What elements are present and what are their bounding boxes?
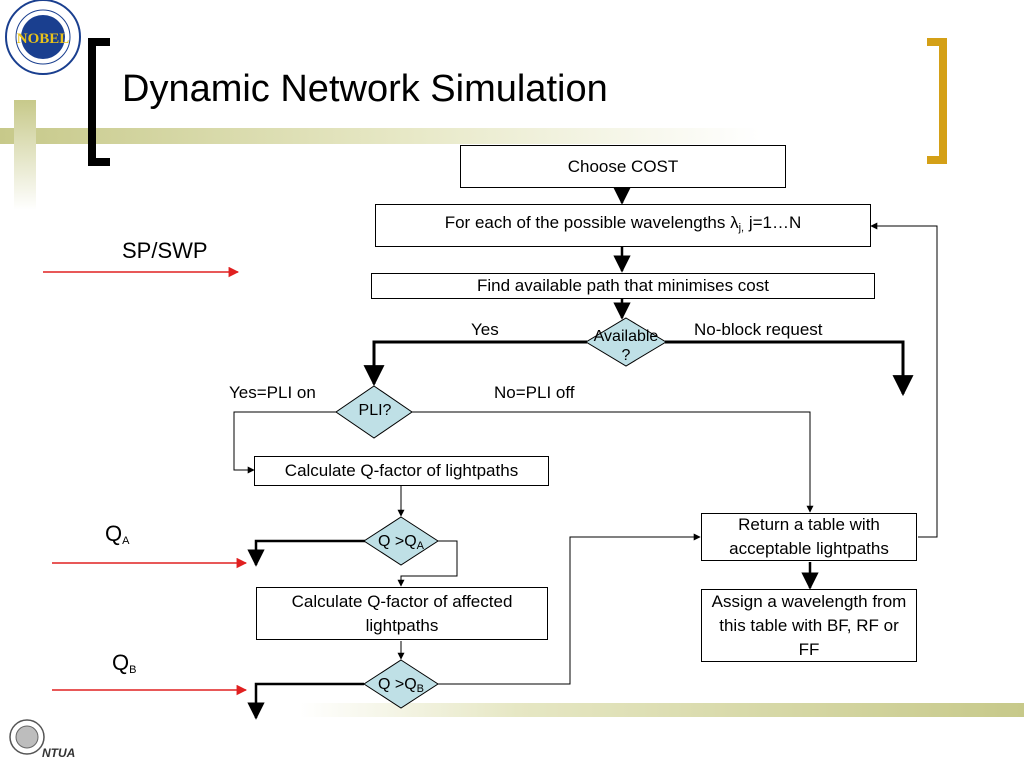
qa-decision-sub: A — [416, 540, 425, 552]
qa-decision-text: Q >QA — [363, 532, 439, 556]
for-each-suffix: j=1…N — [744, 213, 802, 232]
qa-label-sub: A — [122, 535, 130, 547]
slide-title: Dynamic Network Simulation — [122, 68, 608, 110]
pli-decision-diamond — [335, 385, 413, 439]
qa-label: QA — [105, 521, 129, 547]
qa-label-main: Q — [105, 521, 123, 546]
right-bracket — [927, 38, 947, 164]
qb-decision-main: Q >Q — [377, 676, 417, 693]
connector-return-loop — [870, 222, 938, 538]
pli-decision-text: PLI? — [358, 402, 392, 419]
connector-available-no — [665, 340, 914, 397]
calculate-affected-box: Calculate Q-factor of affected lightpath… — [256, 587, 548, 640]
connector-qb-right — [437, 533, 701, 685]
qa-decision-diamond — [363, 516, 439, 566]
connector-available-yes — [363, 340, 587, 387]
connector-pli-yes — [233, 411, 337, 474]
assign-wavelength-box: Assign a wavelength from this table with… — [701, 589, 917, 662]
qb-label-sub: B — [129, 664, 137, 676]
pli-yes-label: Yes=PLI on — [229, 383, 316, 402]
connector-qa-right — [397, 540, 458, 587]
bottom-accent-band — [300, 703, 1024, 717]
top-accent-band — [0, 128, 760, 144]
qb-decision-text: Q >QB — [363, 675, 439, 699]
for-each-sub: j, — [738, 222, 745, 234]
qb-label-main: Q — [112, 650, 130, 675]
find-path-box: Find available path that minimises cost — [371, 273, 875, 299]
ntua-logo: NTUA — [9, 719, 75, 760]
for-each-wavelength-box: For each of the possible wavelengths λj,… — [375, 204, 871, 247]
qb-decision-diamond — [363, 659, 439, 709]
connector-qb-left — [247, 682, 364, 720]
sp-swp-label: SP/SWP — [122, 238, 208, 263]
connectors — [233, 187, 938, 720]
available-decision-diamond — [585, 317, 667, 367]
nobel-logo: NOBEL — [5, 0, 81, 75]
for-each-text: For each of the possible wavelengths λ — [444, 213, 739, 232]
nobel-logo-text: NOBEL — [17, 31, 70, 47]
available-decision-text: Available ? — [578, 327, 674, 365]
calculate-q-box: Calculate Q-factor of lightpaths — [254, 456, 549, 486]
return-table-box: Return a table with acceptable lightpath… — [701, 513, 917, 561]
left-bracket — [88, 38, 110, 166]
left-accent-band — [14, 100, 36, 210]
connector-pli-no — [411, 411, 814, 513]
qb-decision-sub: B — [416, 683, 425, 695]
qb-label: QB — [112, 650, 136, 676]
choose-cost-box: Choose COST — [460, 145, 786, 188]
pli-no-label: No=PLI off — [494, 383, 575, 402]
available-line1: Available — [593, 328, 659, 345]
qa-decision-main: Q >Q — [377, 533, 417, 550]
no-block-label: No-block request — [694, 320, 823, 339]
available-line2: ? — [621, 347, 631, 364]
ntua-logo-text: NTUA — [42, 746, 75, 760]
yes-label: Yes — [471, 320, 499, 339]
connector-qa-left — [247, 539, 365, 567]
